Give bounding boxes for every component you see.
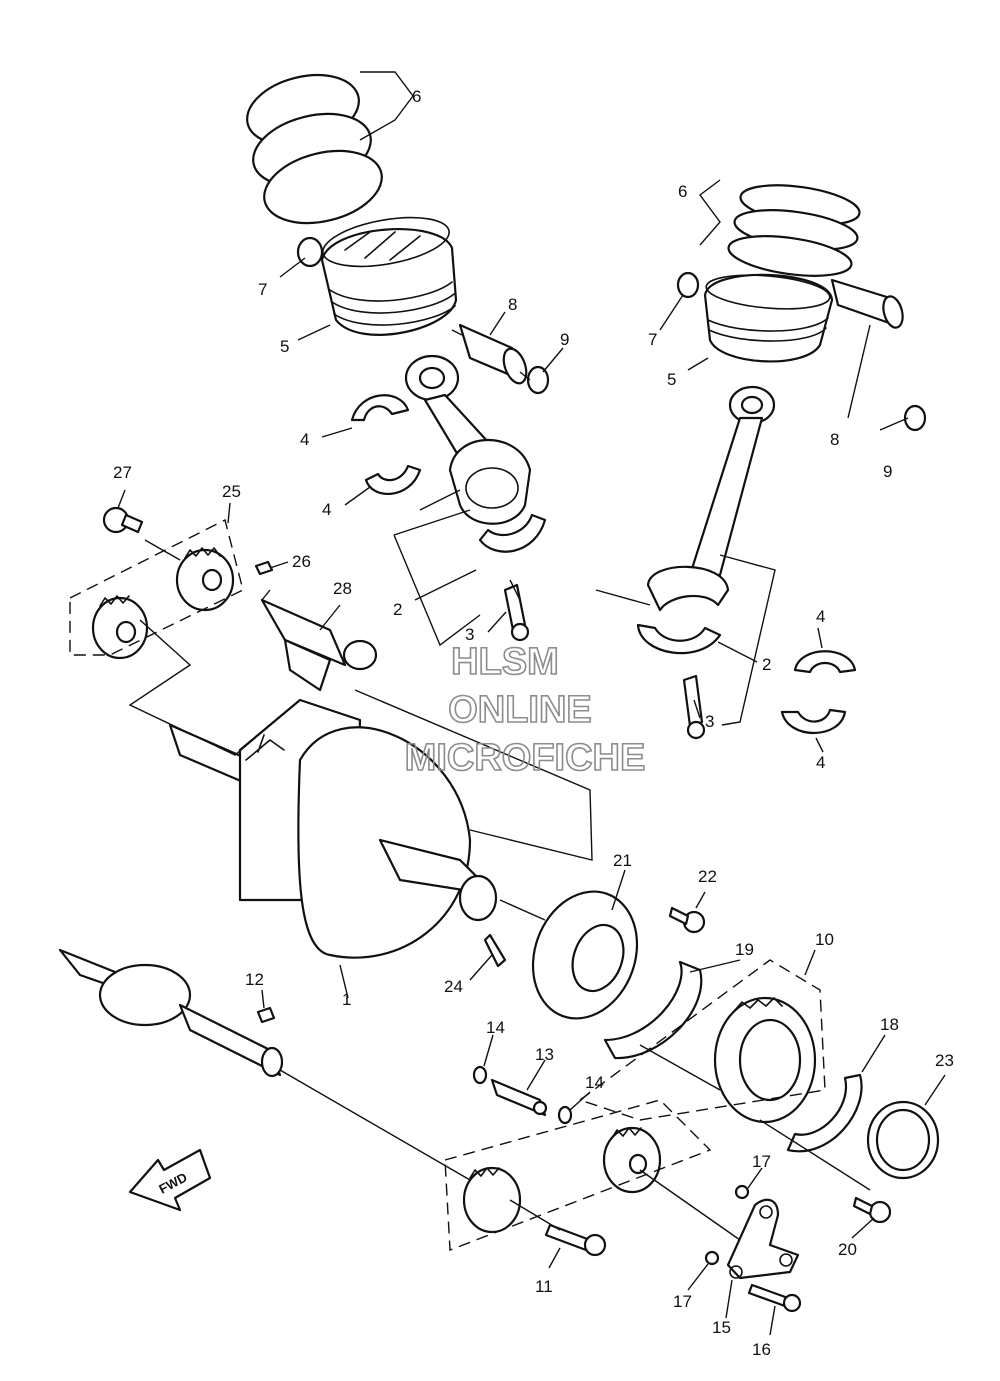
callout-14: 14 <box>585 1073 604 1092</box>
watermark-line-3: MICROFICHE <box>405 737 646 779</box>
dowel-17-lower <box>704 1250 720 1266</box>
crankshaft-1 <box>168 698 498 959</box>
callout-16: 16 <box>752 1340 771 1359</box>
callout-22: 22 <box>698 867 717 886</box>
piston-pin-right <box>830 278 904 329</box>
bolt-27 <box>102 506 144 534</box>
callout-4: 4 <box>816 753 825 772</box>
balancer-shaft-lower <box>58 948 284 1078</box>
callout-6: 6 <box>412 87 421 106</box>
callout-17: 17 <box>752 1152 771 1171</box>
piston-pin-clip-left-a <box>296 236 324 268</box>
gear-25-left <box>91 595 149 660</box>
callout-17: 17 <box>673 1292 692 1311</box>
callout-6: 6 <box>678 182 687 201</box>
oring-14-upper <box>472 1065 488 1085</box>
gear-25-right <box>175 547 235 612</box>
callout-15: 15 <box>712 1318 731 1337</box>
leader-lines <box>117 71 946 1336</box>
piston-ring-set-left <box>246 74 383 225</box>
callout-18: 18 <box>880 1015 899 1034</box>
callout-10: 10 <box>815 930 834 949</box>
callout-23: 23 <box>935 1051 954 1070</box>
callout-5: 5 <box>280 337 289 356</box>
piston-pin-clip-right-b <box>903 404 927 432</box>
balancer-shaft-28 <box>260 598 378 692</box>
bearing-half-upper-right <box>793 650 857 674</box>
callout-24: 24 <box>444 977 463 996</box>
clip-24 <box>483 933 507 968</box>
seal-ring-23 <box>866 1100 940 1180</box>
callout-labels: 6 7 5 8 9 4 4 6 7 5 8 9 27 25 26 28 2 3 … <box>113 87 954 1359</box>
watermark-line-1: HLSM <box>451 641 559 683</box>
gear-lower-right <box>602 1126 662 1194</box>
callout-13: 13 <box>535 1045 554 1064</box>
connecting-rod-right <box>636 385 776 740</box>
piston-pin-clip-left-b <box>526 365 550 395</box>
callout-8: 8 <box>508 295 517 314</box>
piston-pin-left <box>458 323 528 385</box>
bolt-11 <box>544 1223 607 1257</box>
gear-lower-left <box>462 1166 522 1234</box>
callout-12: 12 <box>245 970 264 989</box>
piston-pin-clip-right-a <box>676 271 700 299</box>
callout-21: 21 <box>613 851 632 870</box>
callout-8: 8 <box>830 430 839 449</box>
bolt-22 <box>668 906 706 934</box>
gear-10 <box>713 996 817 1124</box>
watermark: HLSM ONLINE MICROFICHE <box>404 640 646 780</box>
callout-4: 4 <box>300 430 309 449</box>
group-10-dashed-box <box>578 959 826 1121</box>
shaft-13 <box>490 1078 548 1117</box>
callout-14: 14 <box>486 1018 505 1037</box>
callout-20: 20 <box>838 1240 857 1259</box>
piston-ring-set-right <box>727 184 861 277</box>
callout-11: 11 <box>535 1277 553 1296</box>
callout-26: 26 <box>292 552 311 571</box>
callout-9: 9 <box>560 330 569 349</box>
callout-2: 2 <box>762 655 771 674</box>
bearing-half-upper-left <box>350 394 410 422</box>
oring-14-lower <box>557 1105 573 1125</box>
bearing-18 <box>786 1073 863 1153</box>
bearing-half-lower-right <box>780 708 847 734</box>
key-12 <box>256 1006 276 1024</box>
callout-27: 27 <box>113 463 132 482</box>
piston-right <box>703 273 834 363</box>
bolt-20 <box>852 1196 892 1224</box>
callout-4: 4 <box>816 607 825 626</box>
key-26 <box>254 560 274 576</box>
callout-19: 19 <box>735 940 754 959</box>
group-11-dashed-box <box>444 1099 712 1251</box>
fwd-arrow: FWD <box>128 1148 212 1212</box>
dowel-17-upper <box>734 1184 750 1200</box>
watermark-line-2: ONLINE <box>448 689 592 731</box>
callout-1: 1 <box>342 990 351 1009</box>
callout-4: 4 <box>322 500 331 519</box>
group-25-dashed-box <box>69 518 244 656</box>
callout-2: 2 <box>393 600 402 619</box>
callout-3: 3 <box>465 625 474 644</box>
callout-7: 7 <box>648 330 657 349</box>
callout-3: 3 <box>705 712 714 731</box>
bearing-half-lower-left <box>364 464 422 495</box>
callout-25: 25 <box>222 482 241 501</box>
callout-5: 5 <box>667 370 676 389</box>
callout-28: 28 <box>333 579 352 598</box>
bolt-16 <box>747 1283 802 1313</box>
flywheel-plate-21 <box>531 890 639 1020</box>
bracket-15 <box>726 1198 800 1280</box>
piston-left <box>320 216 458 336</box>
connecting-rod-left <box>404 354 547 642</box>
callout-7: 7 <box>258 280 267 299</box>
callout-9: 9 <box>883 462 892 481</box>
